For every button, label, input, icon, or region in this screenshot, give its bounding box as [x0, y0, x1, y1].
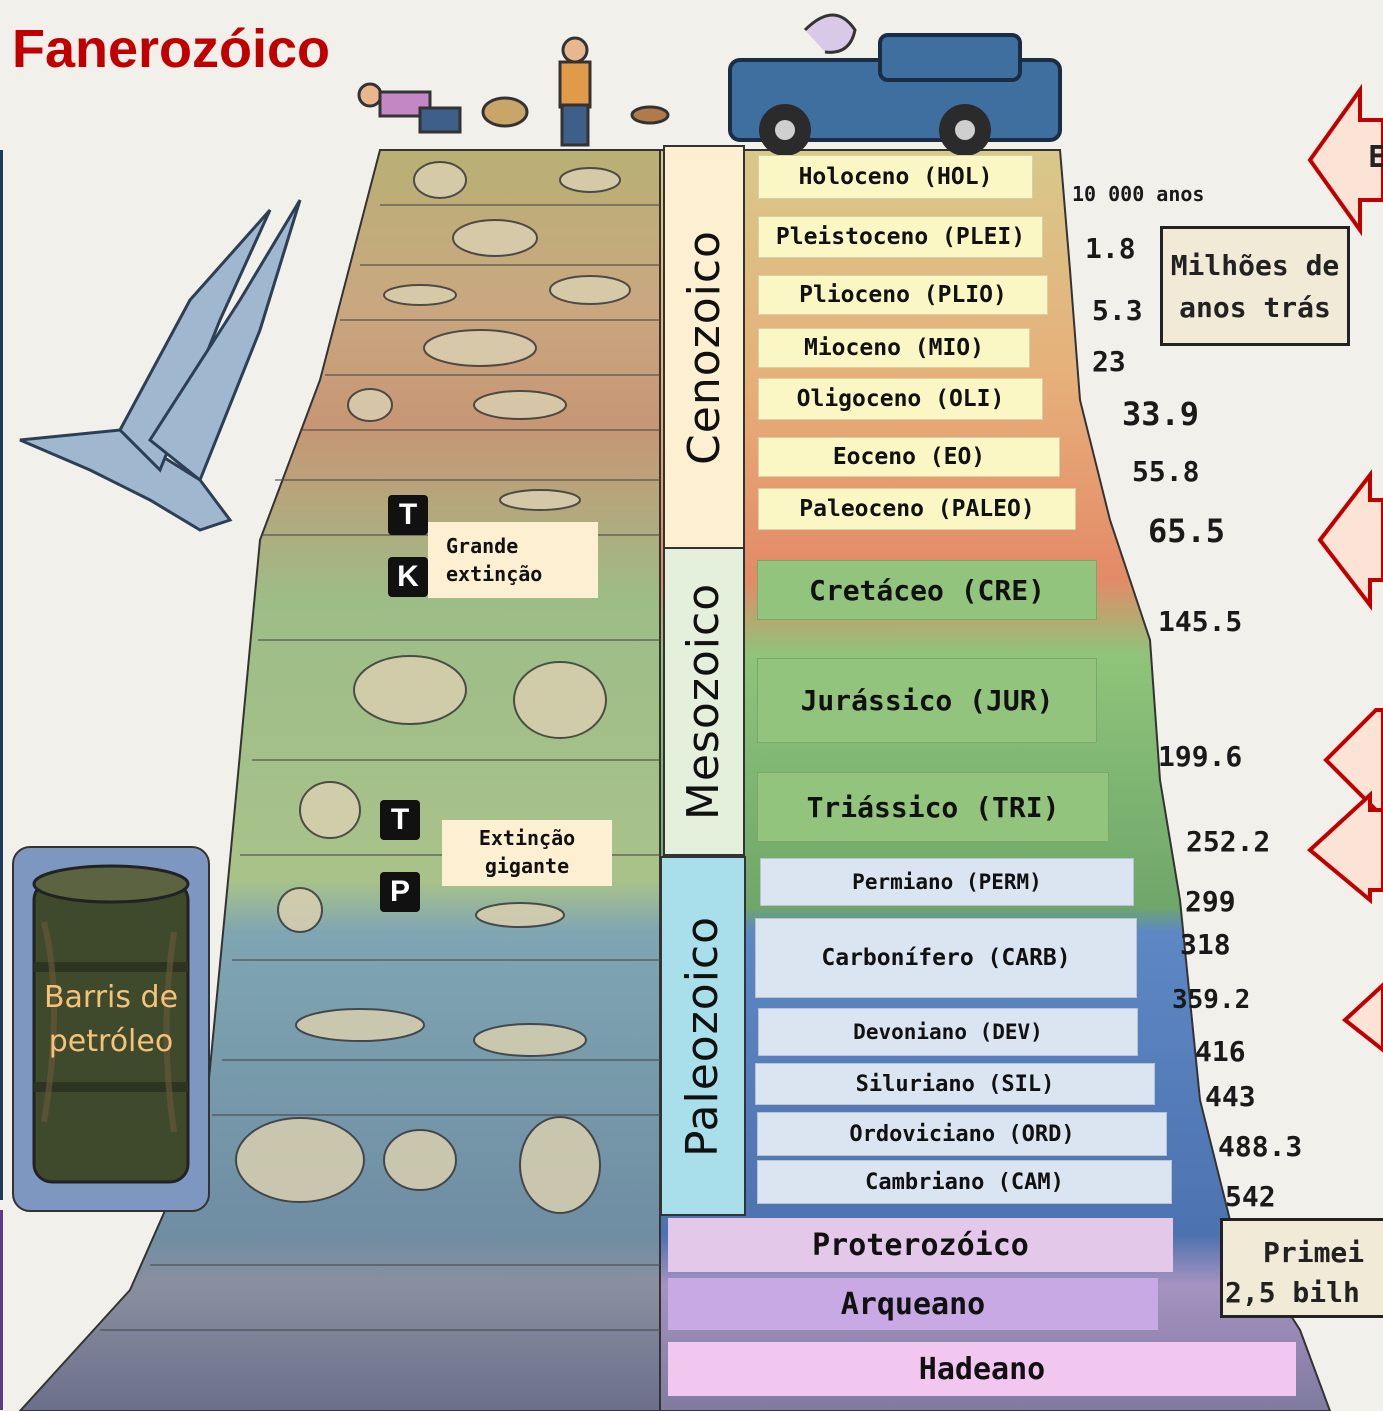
- age-label: 145.5: [1158, 605, 1242, 638]
- period-carboniferous: Carbonífero (CARB): [755, 918, 1137, 998]
- badge-p: P: [380, 872, 420, 912]
- age-label: 359.2: [1172, 985, 1250, 1015]
- age-label: 65.5: [1148, 512, 1225, 550]
- period-oligocene: Oligoceno (OLI): [758, 378, 1043, 420]
- era-paleozoic: Paleozoico: [660, 856, 746, 1216]
- period-silurian: Siluriano (SIL): [755, 1063, 1155, 1105]
- note-great-extinction: Grande extinção: [428, 522, 598, 598]
- period-paleocene: Paleoceno (PALEO): [758, 488, 1076, 530]
- age-label: 252.2: [1186, 825, 1270, 858]
- eon-hadean: Hadeano: [668, 1342, 1296, 1396]
- period-miocene: Mioceno (MIO): [758, 328, 1030, 368]
- age-label: 33.9: [1122, 395, 1199, 433]
- age-label: 488.3: [1218, 1130, 1302, 1163]
- left-edge-line: [0, 150, 3, 1200]
- truck-illustration: [730, 15, 1060, 156]
- period-cretaceous: Cretáceo (CRE): [757, 560, 1097, 620]
- age-label: 542: [1225, 1180, 1276, 1213]
- left-edge-line-purple: [0, 1210, 3, 1410]
- period-pliocene: Plioceno (PLIO): [758, 275, 1048, 315]
- age-label: 299: [1185, 885, 1236, 918]
- period-ordovician: Ordoviciano (ORD): [757, 1112, 1167, 1156]
- period-cambrian: Cambriano (CAM): [757, 1160, 1172, 1204]
- period-permian: Permiano (PERM): [760, 858, 1134, 906]
- arrow-label-partial: E: [1368, 140, 1383, 175]
- age-label: 318: [1180, 928, 1231, 961]
- period-pleistocene: Pleistoceno (PLEI): [758, 216, 1043, 258]
- age-label: 55.8: [1132, 455, 1199, 488]
- oil-barrels-card: Barris de petróleo: [12, 846, 210, 1212]
- eon-archean: Arqueano: [668, 1278, 1158, 1330]
- badge-k: K: [388, 557, 428, 597]
- period-triassic: Triássico (TRI): [757, 772, 1109, 842]
- arrow-shape: [1326, 710, 1383, 810]
- age-label: 443: [1205, 1080, 1256, 1113]
- age-label: 199.6: [1158, 740, 1242, 773]
- arrow-shape: [1320, 475, 1383, 605]
- age-label: 1.8: [1085, 232, 1136, 265]
- red-arrows: [1290, 80, 1383, 1080]
- period-jurassic: Jurássico (JUR): [757, 658, 1097, 743]
- paleontologists-illustration: [359, 38, 668, 145]
- arrow-shape: [1310, 795, 1383, 900]
- arrow-shape: [1345, 985, 1383, 1050]
- page-title: Fanerozóico: [12, 18, 330, 80]
- eon-proterozoic: Proterozóico: [668, 1218, 1173, 1272]
- age-label: 416: [1195, 1035, 1246, 1068]
- first-life-box: Primei 2,5 bilh: [1220, 1218, 1383, 1318]
- note-giant-extinction: Extinção gigante: [442, 820, 612, 886]
- badge-t: T: [388, 495, 428, 535]
- first-life-line1: Primei: [1263, 1233, 1383, 1273]
- pterosaur-illustration: [20, 200, 300, 530]
- age-label: 10 000 anos: [1072, 182, 1204, 206]
- period-holocene: Holoceno (HOL): [758, 155, 1033, 199]
- period-devonian: Devoniano (DEV): [758, 1008, 1138, 1056]
- era-cenozoic: Cenozoico: [663, 145, 745, 549]
- period-eocene: Eoceno (EO): [758, 437, 1060, 477]
- first-life-line2: 2,5 bilh: [1225, 1273, 1383, 1313]
- badge-t: T: [380, 800, 420, 840]
- age-label: 5.3: [1092, 294, 1143, 327]
- age-label: 23: [1092, 345, 1126, 378]
- oil-barrels-label: Barris de petróleo: [14, 976, 208, 1064]
- era-mesozoic: Mesozoico: [663, 547, 745, 856]
